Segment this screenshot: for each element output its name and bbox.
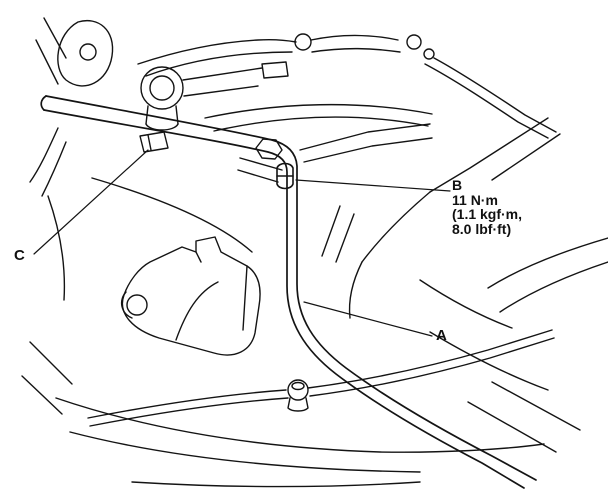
leader-line-b — [295, 179, 451, 192]
clamp-c — [139, 131, 169, 153]
lower-pipe — [87, 329, 555, 427]
grommet — [287, 379, 309, 412]
engine-top-left-contour — [35, 17, 114, 87]
bolt-boss — [140, 61, 289, 131]
main-hose — [40, 95, 537, 489]
left-contours — [29, 127, 253, 301]
torque-value-nm: 11 N·m — [452, 191, 498, 208]
torque-value-kgfm: (1.1 kgf·m, — [452, 206, 523, 222]
mount-bracket — [120, 236, 261, 356]
bolt-b — [276, 162, 294, 190]
harness-tube — [137, 33, 557, 139]
torque-value-lbfft: 8.0 lbf·ft) — [452, 220, 512, 237]
callout-a-label: A — [436, 327, 447, 344]
bottom-contours — [21, 341, 581, 488]
right-contours — [321, 117, 608, 391]
callout-c-label: C — [14, 247, 25, 264]
callout-b-label: B — [452, 177, 463, 193]
leader-line-c — [33, 149, 149, 255]
hose-fitting-cluster — [237, 123, 433, 183]
torque-spec-block: B 11 N·m (1.1 kgf·m, 8.0 lbf·ft) — [452, 178, 522, 236]
valve-cover-edges — [204, 103, 433, 132]
leader-line-a — [303, 301, 433, 337]
